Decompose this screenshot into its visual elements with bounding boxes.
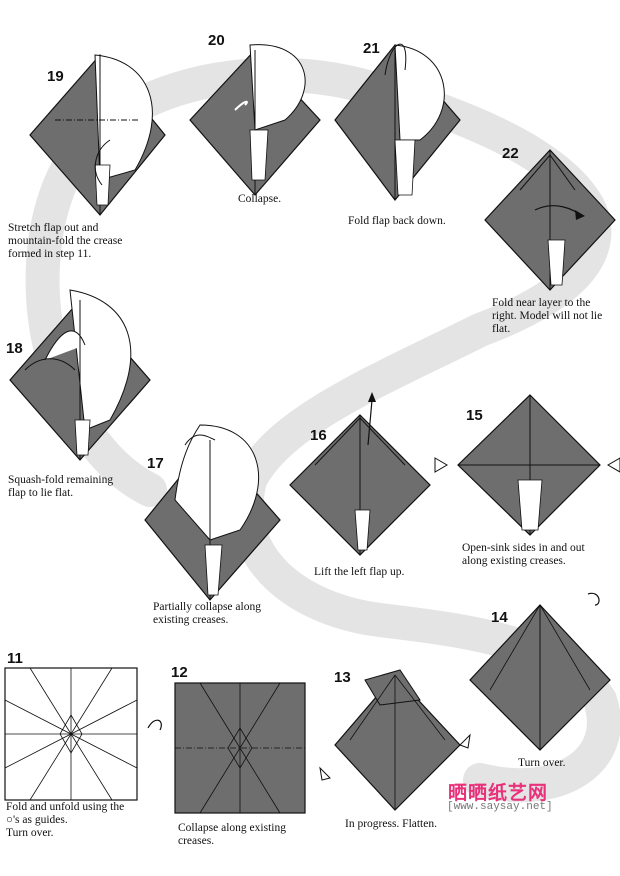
step-caption: Collapse along existing creases. [178,822,286,847]
step-16-figure [289,392,431,556]
step-caption: Fold near layer to the right. Model will… [492,297,603,335]
step-11-figure [4,667,138,801]
step-number: 16 [310,427,327,444]
step-caption: Turn over. [518,757,566,769]
step-number: 19 [47,68,64,85]
step-caption: Open-sink sides in and out along existin… [462,542,585,567]
step-20-figure [189,44,321,196]
step-number: 14 [491,609,508,626]
step-number: 17 [147,455,164,472]
step-number: 21 [363,40,380,57]
step-caption: Collapse. [238,193,282,205]
step-17-figure [144,424,281,601]
step-22-figure [484,149,616,291]
step-number: 18 [6,340,23,357]
step-number: 20 [208,32,225,49]
step-number: 13 [334,669,351,686]
step-caption: Squash-fold remaining flap to lie flat. [8,474,114,499]
step-18-figure [9,289,151,461]
step-12-figure [147,682,306,814]
step-13-figure [319,669,471,811]
step-caption: Lift the left flap up. [314,566,405,578]
step-caption: In progress. Flatten. [345,818,437,830]
step-19-figure [29,54,166,216]
step-caption: Fold flap back down. [348,215,446,227]
step-15-figure [434,394,620,536]
step-caption: Partially collapse along existing crease… [153,601,261,626]
step-14-figure [469,592,611,751]
step-number: 12 [171,664,188,681]
step-caption: Stretch flap out and mountain-fold the c… [8,222,123,260]
watermark-url: [www.saysay.net] [447,801,553,813]
step-number: 15 [466,407,483,424]
step-21-figure [334,43,461,201]
step-number: 22 [502,145,519,162]
watermark-brand: 晒晒纸艺网 [448,783,549,804]
step-caption: Fold and unfold using the ○'s as guides.… [6,801,125,839]
step-number: 11 [7,650,23,667]
